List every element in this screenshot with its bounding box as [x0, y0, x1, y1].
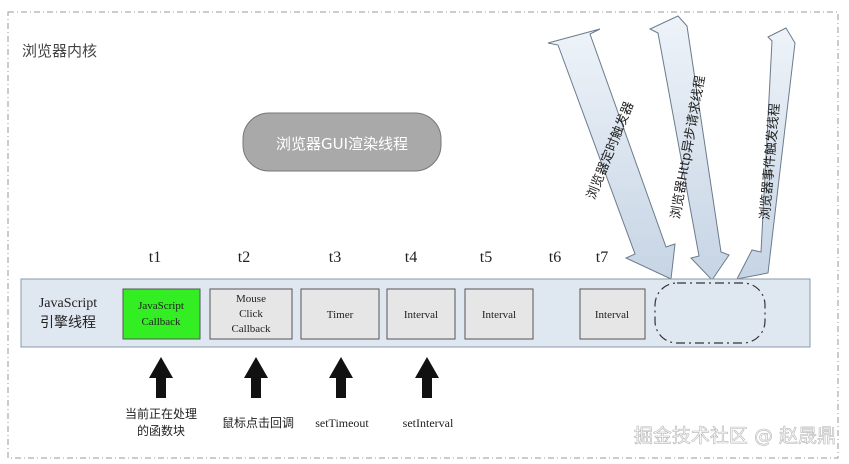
time-label-t4: t4 [405, 249, 417, 266]
time-label-t6: t6 [549, 249, 561, 266]
task-2-line2: Click [239, 308, 263, 320]
task-4-line1: Interval [404, 309, 438, 321]
task-box-5: Interval [464, 288, 534, 340]
task-1-line2: Callback [141, 316, 181, 328]
event-trigger-arrow [736, 27, 796, 280]
browser-kernel-container [7, 11, 839, 459]
time-label-t7: t7 [596, 249, 608, 266]
task-box-4: Interval [386, 288, 456, 340]
watermark: 掘金技术社区 @ 赵晟鼎 [634, 425, 836, 447]
task-box-1: JavaScript Callback [122, 288, 201, 340]
gui-thread-label: 浏览器GUI渲染线程 [276, 135, 408, 153]
task-3-line1: Timer [327, 309, 354, 321]
container-title: 浏览器内核 [22, 42, 97, 60]
task-5-line1: Interval [482, 309, 516, 321]
task-2-line1: Mouse [236, 293, 266, 305]
engine-label-line2: 引擎线程 [40, 315, 96, 331]
time-label-t5: t5 [480, 249, 492, 266]
incoming-task-slot [654, 282, 766, 344]
up-arrow-1 [149, 357, 173, 398]
source-4-line1: setInterval [403, 416, 454, 430]
task-1-line1: JavaScript [138, 300, 184, 312]
task-6-line1: Interval [595, 309, 629, 321]
source-1-line1: 当前正在处理 [125, 406, 197, 421]
engine-label-line1: JavaScript [39, 296, 97, 311]
time-label-t3: t3 [329, 249, 341, 266]
timer-trigger-arrow [547, 28, 676, 280]
time-labels: t1 t2 t3 t4 t5 t6 t7 [149, 249, 608, 266]
time-label-t1: t1 [149, 249, 161, 266]
source-3-line1: setTimeout [315, 416, 369, 430]
source-1-line2: 的函数块 [137, 423, 185, 438]
up-arrow-2 [244, 357, 268, 398]
time-label-t2: t2 [238, 249, 250, 266]
gui-thread-node [242, 112, 442, 172]
http-thread-arrow [648, 15, 730, 281]
task-box-6: Interval [579, 288, 646, 340]
task-box-2: Mouse Click Callback [209, 288, 293, 340]
up-arrow-4 [415, 357, 439, 398]
up-arrow-3 [329, 357, 353, 398]
source-2-line1: 鼠标点击回调 [222, 416, 294, 430]
source-arrows [149, 357, 439, 398]
task-box-3: Timer [300, 288, 380, 340]
task-2-line3: Callback [231, 323, 271, 335]
